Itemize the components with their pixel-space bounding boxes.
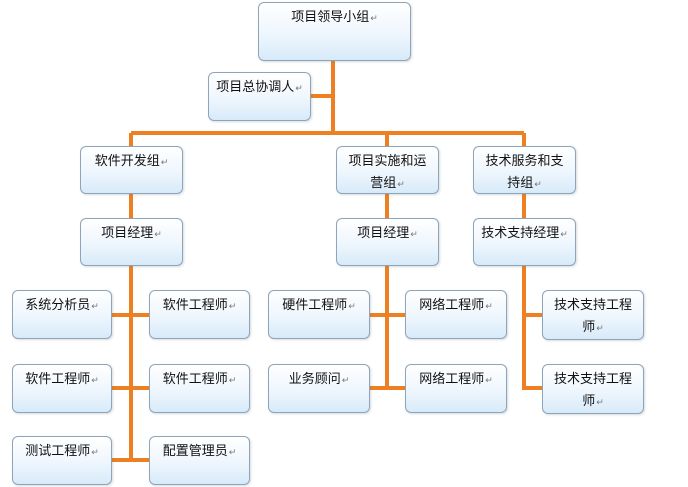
node-hardware-engineer: 硬件工程师↵ — [268, 290, 370, 339]
return-mark-icon: ↵ — [91, 448, 99, 458]
return-mark-icon: ↵ — [485, 302, 493, 312]
node-label: 软件开发组 — [94, 154, 160, 169]
node-tech-service-group: 技术服务和支持组↵ — [473, 146, 576, 194]
node-test-engineer: 测试工程师↵ — [12, 436, 112, 485]
node-tech-support-manager: 技术支持经理↵ — [473, 218, 576, 266]
return-mark-icon: ↵ — [596, 324, 604, 334]
node-business-consultant: 业务顾问↵ — [268, 364, 370, 413]
node-label: 配置管理员 — [162, 444, 228, 459]
node-network-engineer-2: 网络工程师↵ — [405, 364, 507, 413]
node-label: 软件工程师 — [162, 298, 228, 313]
node-label: 软件工程师 — [162, 372, 228, 387]
node-label: 项目经理 — [357, 226, 410, 241]
node-label: 软件工程师 — [25, 372, 91, 387]
node-systems-analyst: 系统分析员↵ — [12, 290, 112, 339]
return-mark-icon: ↵ — [370, 14, 378, 24]
node-label: 业务顾问 — [288, 372, 341, 387]
node-label: 技术支持工程师 — [553, 298, 632, 335]
node-label: 项目总协调人 — [216, 80, 295, 95]
return-mark-icon: ↵ — [397, 180, 405, 190]
return-mark-icon: ↵ — [596, 398, 604, 408]
node-pm-implementation: 项目经理↵ — [336, 218, 439, 266]
return-mark-icon: ↵ — [534, 180, 542, 190]
return-mark-icon: ↵ — [160, 158, 169, 168]
node-label: 技术服务和支持组 — [485, 154, 564, 191]
node-software-engineer-3: 软件工程师↵ — [149, 364, 250, 413]
node-tech-support-engineer-1: 技术支持工程师↵ — [542, 290, 644, 340]
node-label: 网络工程师 — [419, 372, 485, 387]
return-mark-icon: ↵ — [560, 230, 568, 240]
return-mark-icon: ↵ — [91, 376, 99, 386]
node-label: 项目领导小组 — [291, 10, 370, 25]
node-label: 技术支持经理 — [481, 226, 560, 241]
node-label: 网络工程师 — [419, 298, 485, 313]
return-mark-icon: ↵ — [348, 302, 356, 312]
node-pm-software: 项目经理↵ — [80, 218, 183, 266]
node-label: 项目经理 — [101, 226, 154, 241]
return-mark-icon: ↵ — [485, 376, 493, 386]
node-label: 技术支持工程师 — [553, 372, 632, 409]
node-label: 测试工程师 — [25, 444, 91, 459]
node-software-dev-group: 软件开发组↵ — [80, 146, 183, 194]
node-label: 硬件工程师 — [282, 298, 348, 313]
return-mark-icon: ↵ — [228, 448, 237, 458]
return-mark-icon: ↵ — [91, 302, 99, 312]
node-tech-support-engineer-2: 技术支持工程师↵ — [542, 364, 644, 414]
node-software-engineer-1: 软件工程师↵ — [149, 290, 250, 339]
return-mark-icon: ↵ — [295, 84, 303, 94]
return-mark-icon: ↵ — [410, 230, 418, 240]
return-mark-icon: ↵ — [341, 376, 350, 386]
node-software-engineer-2: 软件工程师↵ — [12, 364, 112, 413]
node-label: 系统分析员 — [25, 298, 91, 313]
node-project-coordinator: 项目总协调人↵ — [208, 72, 311, 121]
node-leadership-group: 项目领导小组↵ — [258, 2, 411, 61]
node-config-manager: 配置管理员↵ — [149, 436, 250, 485]
node-label: 项目实施和运营组 — [348, 154, 427, 191]
return-mark-icon: ↵ — [228, 302, 237, 312]
node-network-engineer-1: 网络工程师↵ — [405, 290, 507, 339]
return-mark-icon: ↵ — [154, 230, 162, 240]
node-implementation-ops-group: 项目实施和运营组↵ — [336, 146, 439, 194]
return-mark-icon: ↵ — [228, 376, 237, 386]
